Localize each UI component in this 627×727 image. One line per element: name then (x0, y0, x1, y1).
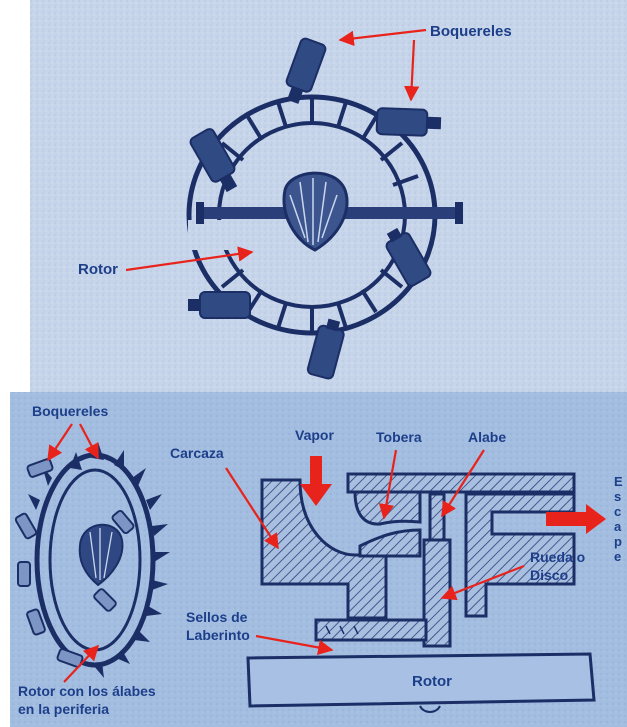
label-rotor-alabes-line1: Rotor con los álabes (18, 683, 156, 699)
label-rotor-shaft: Rotor (412, 673, 452, 690)
exit-text-line-4: a (614, 519, 622, 534)
exit-text-line-5: p (614, 534, 622, 549)
exit-text-line-3: c (614, 504, 621, 519)
bottom-panel: Boquereles Rotor con los álabes en la pe… (10, 392, 627, 727)
labyrinth-seal (316, 620, 426, 640)
label-rueda-line1: Rueda o (530, 549, 585, 565)
exit-text-line-1: E (614, 474, 623, 489)
label-boquereles-bottom: Boquereles (32, 403, 108, 419)
label-alabe: Alabe (468, 429, 506, 445)
label-vapor: Vapor (295, 427, 334, 443)
label-rotor-top: Rotor (78, 261, 118, 278)
top-panel: Boquereles Rotor (30, 0, 627, 392)
label-sellos-line1: Sellos de (186, 609, 248, 625)
label-boquereles-top: Boquereles (430, 23, 512, 40)
casing-top (348, 474, 574, 492)
label-rueda-line2: Disco (530, 567, 568, 583)
label-carcaza: Carcaza (170, 445, 224, 461)
exit-text-line-6: e (614, 549, 621, 564)
blade (430, 494, 444, 540)
label-rotor-alabes-line2: en la periferia (18, 701, 109, 717)
exit-text-line-2: s (614, 489, 621, 504)
label-tobera: Tobera (376, 429, 422, 445)
label-sellos-line2: Laberinto (186, 627, 250, 643)
disc (424, 540, 450, 646)
